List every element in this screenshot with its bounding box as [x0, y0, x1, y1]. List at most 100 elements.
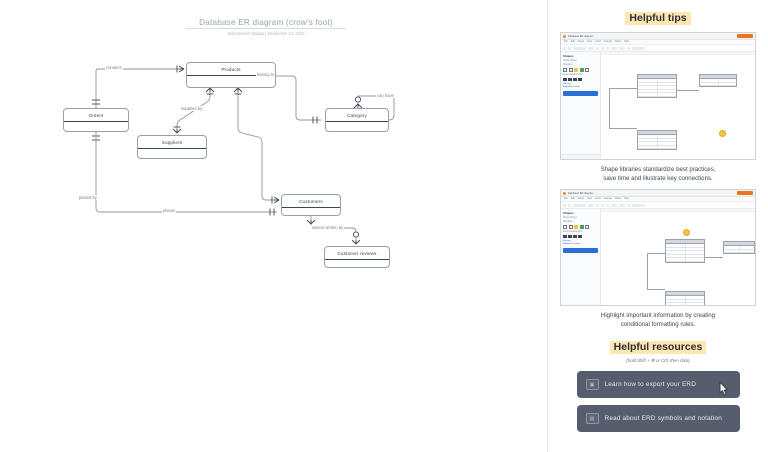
mini-toolbar[interactable]: [561, 202, 755, 209]
mini-entity-3[interactable]: [637, 130, 677, 150]
italic-icon[interactable]: [601, 46, 604, 50]
additional-shapes-link[interactable]: Additional shapes: [563, 86, 581, 88]
mini-entity-3[interactable]: [665, 291, 705, 305]
resource-button-erd-symbols[interactable]: ▤ Read about ERD symbols and notation: [576, 405, 740, 432]
fill-color-icon[interactable]: [611, 203, 617, 207]
menu-select[interactable]: Select: [577, 198, 585, 200]
menu-file[interactable]: File: [564, 198, 568, 200]
mini-shapes-panel[interactable]: Shapes Shape library Standard Entity Rel…: [561, 209, 601, 305]
mini-toolbar[interactable]: [561, 45, 755, 52]
shape-swatch-row[interactable]: [563, 225, 598, 229]
line-color-icon[interactable]: [619, 46, 625, 50]
er-shape-2[interactable]: [568, 235, 572, 238]
menu-edit[interactable]: Edit: [570, 41, 575, 43]
menu-edit[interactable]: Edit: [570, 198, 575, 200]
standard-row[interactable]: Standard: [563, 221, 573, 223]
line-shape-icon[interactable]: [585, 68, 589, 72]
er-shape-3[interactable]: [573, 78, 577, 81]
entity-suppliers[interactable]: Suppliers: [137, 135, 207, 159]
menu-help[interactable]: Help: [624, 41, 629, 43]
manage-link[interactable]: Manage: [563, 240, 571, 242]
shape-library-row[interactable]: Shape library: [563, 60, 577, 62]
er-shape-1[interactable]: [563, 78, 567, 81]
font-family-select[interactable]: [573, 203, 586, 207]
menu-insert[interactable]: Insert: [595, 41, 601, 43]
shape-options[interactable]: [632, 46, 645, 50]
align-icon[interactable]: [627, 203, 630, 207]
yellow-shape-icon[interactable]: [574, 68, 578, 72]
entity-swatches[interactable]: [563, 235, 598, 238]
mini-comment-badge[interactable]: [719, 130, 726, 137]
menu-insert[interactable]: Insert: [595, 198, 601, 200]
mini-shapes-panel[interactable]: Shapes Shape library Standard Entity Rel…: [561, 52, 601, 159]
additional-shapes-link[interactable]: Additional shapes: [563, 243, 581, 245]
mini-save-button[interactable]: [737, 34, 753, 38]
underline-icon[interactable]: [606, 46, 609, 50]
green-shape-icon[interactable]: [579, 225, 584, 229]
menu-arrange[interactable]: Arrange: [603, 41, 612, 43]
shape-library-row[interactable]: Shape library: [563, 217, 577, 219]
mini-canvas[interactable]: [601, 52, 755, 159]
manage-link[interactable]: Manage: [563, 83, 571, 85]
diagram-canvas[interactable]: Database ER diagram (crow's foot) Mohamm…: [0, 0, 547, 452]
menu-help[interactable]: Help: [624, 198, 629, 200]
menu-share[interactable]: Share: [614, 198, 622, 200]
bold-icon[interactable]: [596, 46, 599, 50]
mini-save-button[interactable]: [737, 191, 753, 195]
menu-file[interactable]: File: [564, 41, 568, 43]
mini-entity-2[interactable]: [723, 241, 755, 254]
fill-color-icon[interactable]: [611, 46, 617, 50]
yellow-shape-icon[interactable]: [574, 225, 578, 229]
menu-arrange[interactable]: Arrange: [603, 198, 612, 200]
tip-screenshot-2[interactable]: Database ER diagram File Edit Select Vie…: [560, 189, 756, 306]
mini-entity-2[interactable]: [699, 74, 737, 87]
shape-library-button[interactable]: [563, 91, 598, 96]
rectangle-shape-icon[interactable]: [568, 68, 573, 72]
entity-category[interactable]: Category: [325, 108, 389, 132]
er-shape-1[interactable]: [563, 235, 567, 238]
er-shape-2[interactable]: [568, 78, 572, 81]
rectangle-shape-icon[interactable]: [568, 225, 573, 229]
align-icon[interactable]: [627, 46, 630, 50]
redo-icon[interactable]: [568, 203, 571, 207]
line-shape-icon[interactable]: [585, 225, 589, 229]
entity-products[interactable]: Products: [186, 62, 276, 88]
text-shape-icon[interactable]: [563, 68, 567, 72]
undo-icon[interactable]: [563, 46, 566, 50]
entity-orders[interactable]: Orders: [63, 108, 129, 132]
resource-button-export-erd[interactable]: ▣ Learn how to export your ERD: [576, 371, 740, 398]
mini-comment-badge[interactable]: [683, 229, 690, 236]
er-shape-3[interactable]: [573, 235, 577, 238]
entity-customers[interactable]: Customers: [281, 194, 341, 216]
entity-customer-reviews[interactable]: Customer reviews: [324, 246, 390, 268]
menu-view[interactable]: View: [587, 198, 592, 200]
mini-entity-row: [638, 86, 676, 90]
shape-swatch-row[interactable]: [563, 68, 598, 72]
font-size-select[interactable]: [588, 46, 594, 50]
font-family-select[interactable]: [573, 46, 586, 50]
menu-view[interactable]: View: [587, 41, 592, 43]
redo-icon[interactable]: [568, 46, 571, 50]
bold-icon[interactable]: [596, 203, 599, 207]
entity-relationship-row[interactable]: Entity Relationship: [563, 231, 583, 233]
shape-library-button[interactable]: [563, 248, 598, 253]
mini-canvas[interactable]: [601, 209, 755, 305]
menu-share[interactable]: Share: [614, 41, 622, 43]
mini-entity-1[interactable]: [665, 239, 705, 263]
standard-row[interactable]: Standard: [563, 64, 573, 66]
line-color-icon[interactable]: [619, 203, 625, 207]
undo-icon[interactable]: [563, 203, 566, 207]
italic-icon[interactable]: [601, 203, 604, 207]
menu-select[interactable]: Select: [577, 41, 585, 43]
green-shape-icon[interactable]: [579, 68, 584, 72]
font-size-select[interactable]: [588, 203, 594, 207]
shape-options[interactable]: [632, 203, 645, 207]
entity-relationship-row[interactable]: Entity Relationship: [563, 74, 583, 76]
er-shape-4[interactable]: [578, 78, 582, 81]
underline-icon[interactable]: [606, 203, 609, 207]
text-shape-icon[interactable]: [563, 225, 567, 229]
entity-swatches[interactable]: [563, 78, 598, 81]
tip-screenshot-1[interactable]: Database ER diagram File Edit Select Vie…: [560, 32, 756, 160]
mini-entity-1[interactable]: [637, 74, 677, 98]
er-shape-4[interactable]: [578, 235, 582, 238]
